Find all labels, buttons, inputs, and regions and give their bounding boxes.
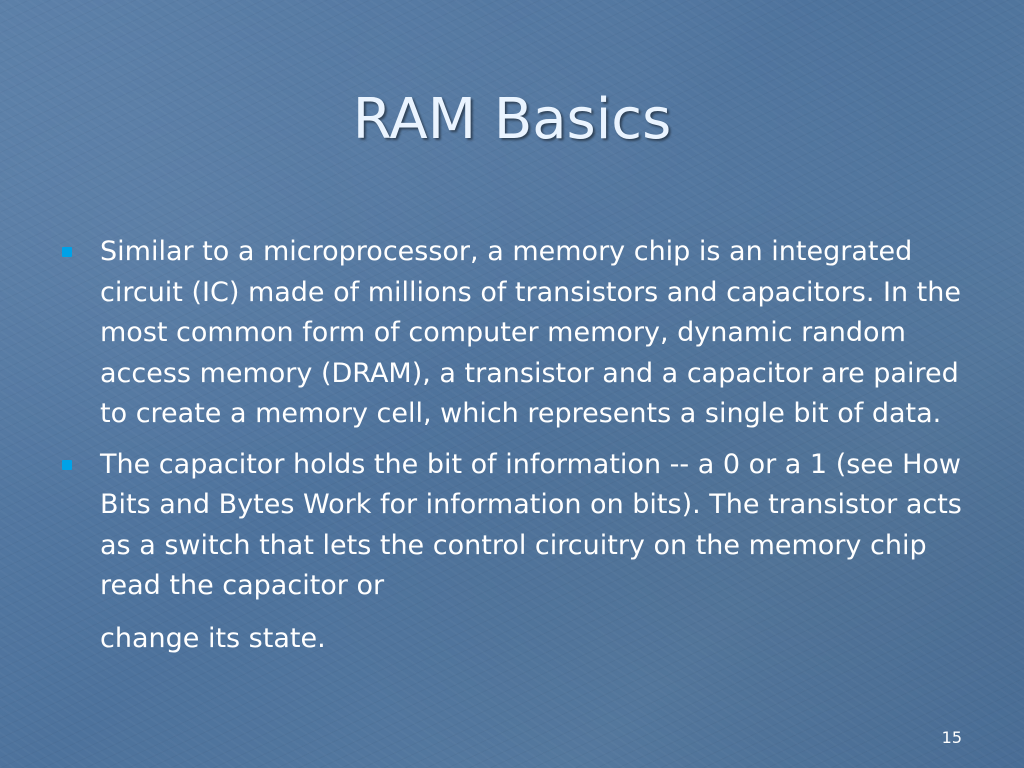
slide-title: RAM Basics (352, 87, 672, 152)
bullet-item: The capacitor holds the bit of informati… (62, 445, 980, 660)
bullet-text: The capacitor holds the bit of informati… (100, 448, 962, 602)
bullet-text-continued: change its state. (100, 622, 326, 654)
square-bullet-icon (62, 459, 72, 470)
bullet-list: Similar to a microprocessor, a memory ch… (62, 232, 980, 669)
page-number: 15 (941, 728, 962, 747)
bullet-item: Similar to a microprocessor, a memory ch… (62, 232, 980, 435)
bullet-text: Similar to a microprocessor, a memory ch… (100, 236, 961, 429)
square-bullet-icon (62, 247, 72, 257)
